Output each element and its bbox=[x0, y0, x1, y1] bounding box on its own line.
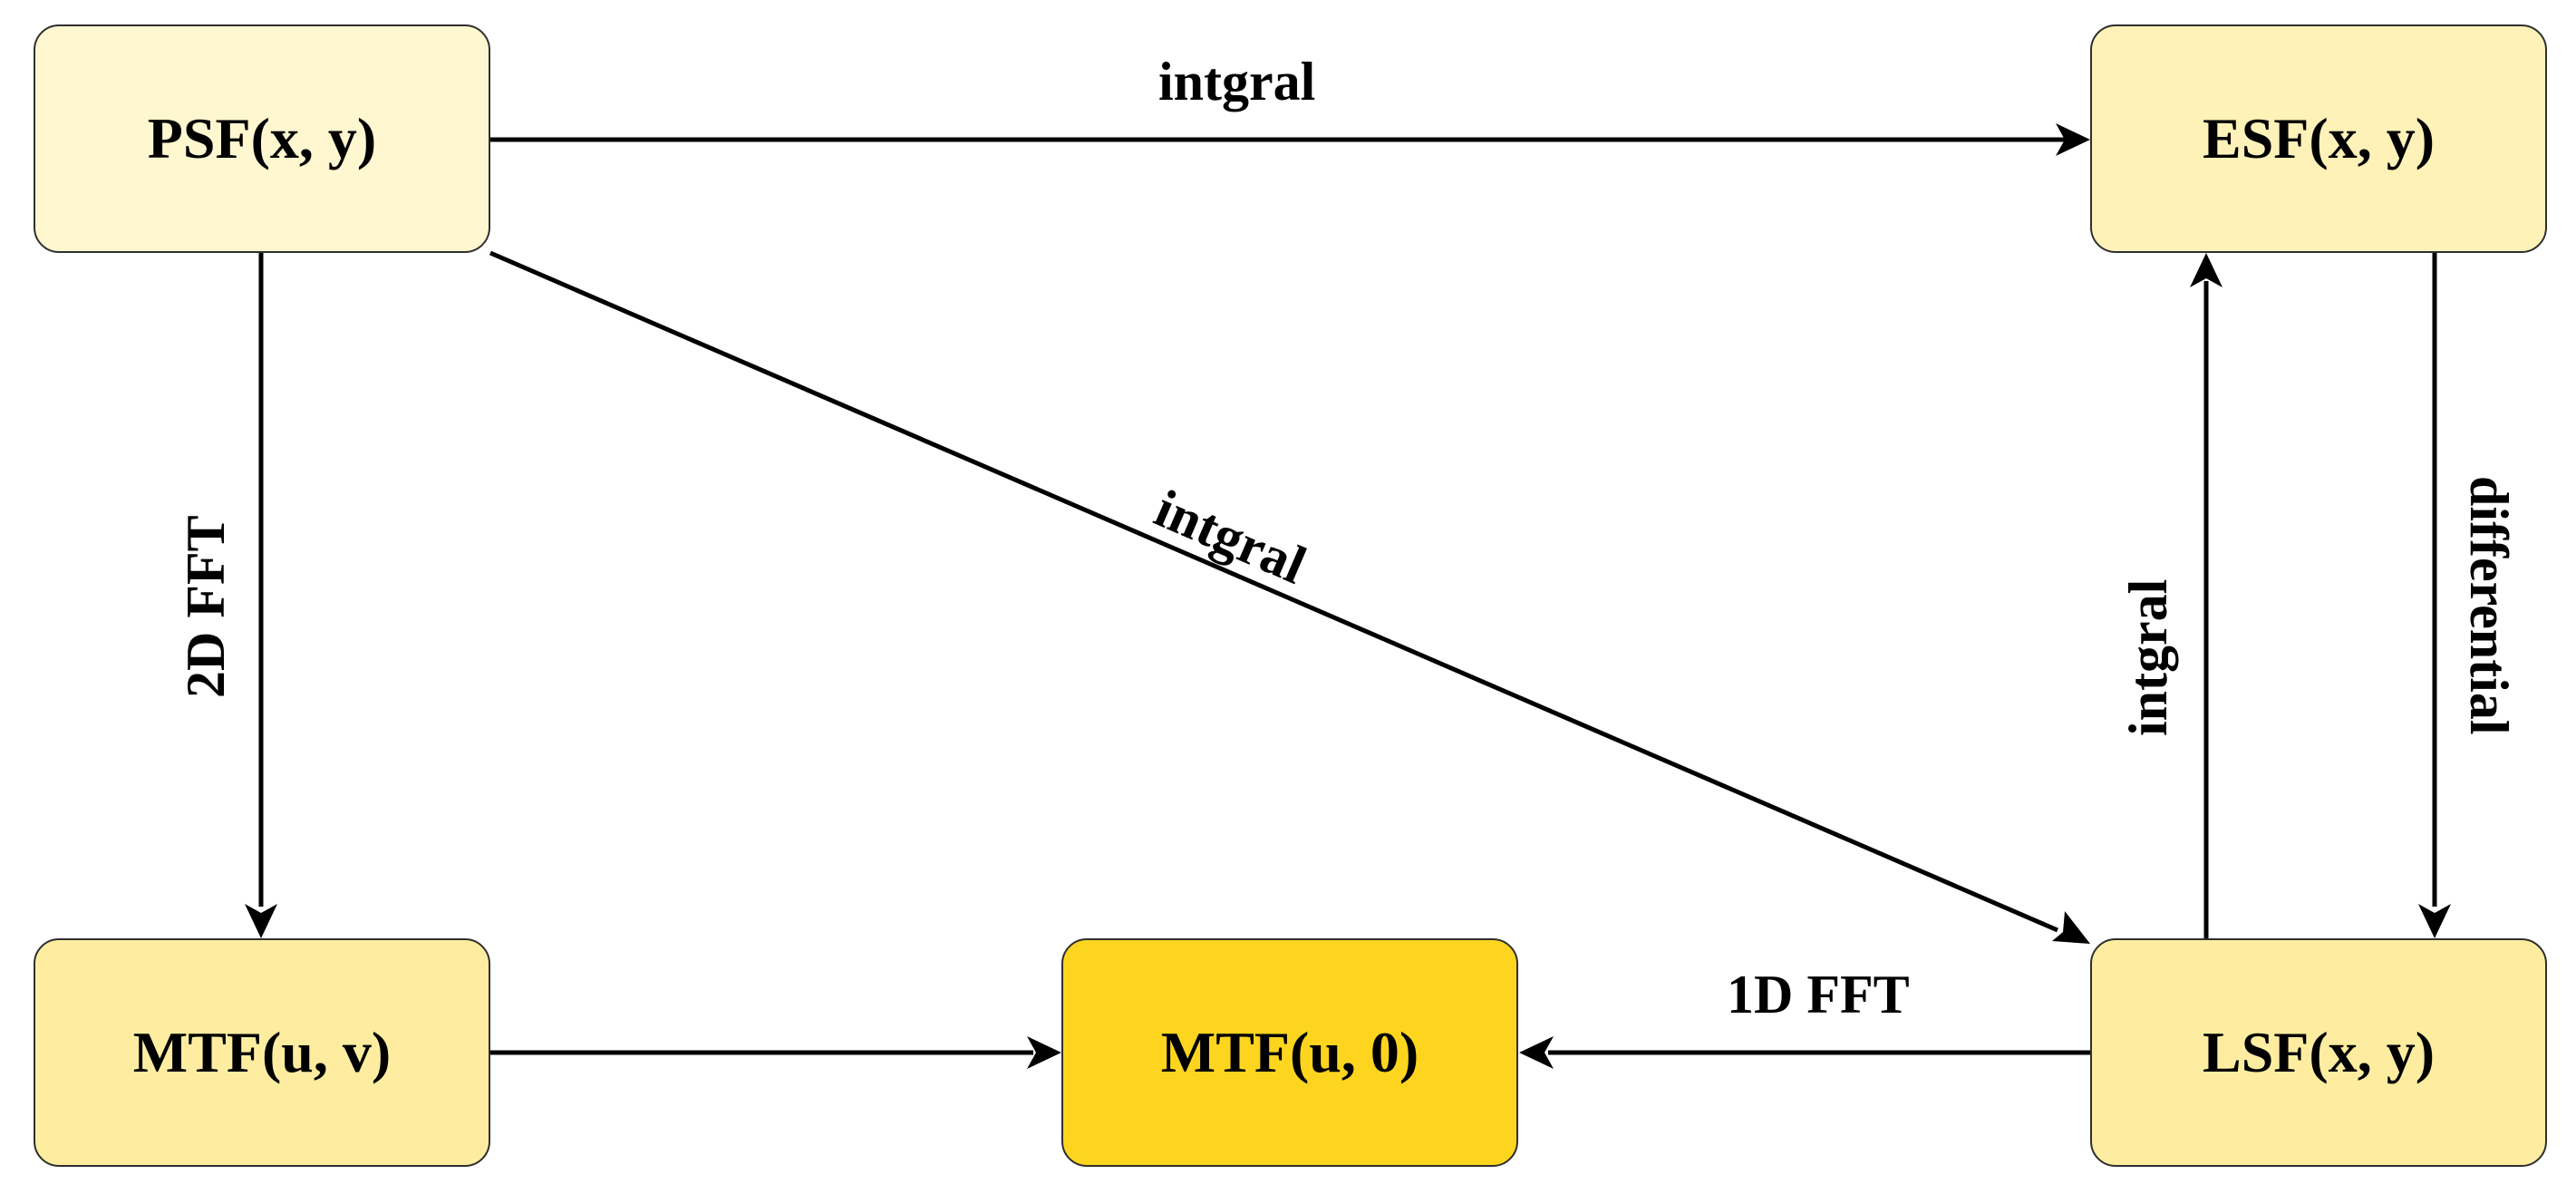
edge-psf-to-esf bbox=[490, 123, 2090, 156]
arrowhead-icon bbox=[245, 904, 277, 938]
node-mtf-uv-label: MTF(u, v) bbox=[132, 1020, 392, 1084]
edge-label-esf-to-lsf: differential bbox=[2459, 476, 2519, 735]
node-mtf-u0-label: MTF(u, 0) bbox=[1160, 1020, 1419, 1084]
edge-mtf-uv-to-mtf-u0 bbox=[490, 1036, 1061, 1069]
node-mtf-u0: MTF(u, 0) bbox=[1061, 938, 1518, 1167]
edge-label-psf-to-mtf-uv: 2D FFT bbox=[176, 515, 236, 698]
edge-label-psf-to-esf: intgral bbox=[1158, 52, 1316, 112]
edge-lsf-to-mtf-u0 bbox=[1519, 1036, 2090, 1069]
arrowhead-icon bbox=[2190, 253, 2223, 287]
edge-psf-to-mtf-uv bbox=[245, 253, 277, 938]
arrowhead-icon bbox=[1027, 1036, 1061, 1069]
node-esf: ESF(x, y) bbox=[2090, 24, 2547, 253]
edge-label-lsf-to-mtf-u0: 1D FFT bbox=[1727, 965, 1910, 1024]
node-lsf: LSF(x, y) bbox=[2090, 938, 2547, 1167]
node-lsf-label: LSF(x, y) bbox=[2203, 1020, 2435, 1084]
arrowhead-icon bbox=[2056, 123, 2090, 156]
arrowhead-icon bbox=[2052, 911, 2090, 944]
edge-label-lsf-to-esf: intgral bbox=[2118, 578, 2178, 736]
arrowhead-icon bbox=[1519, 1036, 1554, 1069]
edge-esf-to-lsf bbox=[2418, 253, 2451, 938]
edge-psf-to-lsf bbox=[489, 250, 2090, 944]
node-esf-label: ESF(x, y) bbox=[2203, 106, 2435, 170]
node-psf-label: PSF(x, y) bbox=[147, 106, 377, 170]
node-mtf-uv: MTF(u, v) bbox=[34, 938, 490, 1167]
node-psf: PSF(x, y) bbox=[34, 24, 490, 253]
arrowhead-icon bbox=[2418, 904, 2451, 938]
edge-lsf-to-esf bbox=[2190, 253, 2223, 938]
